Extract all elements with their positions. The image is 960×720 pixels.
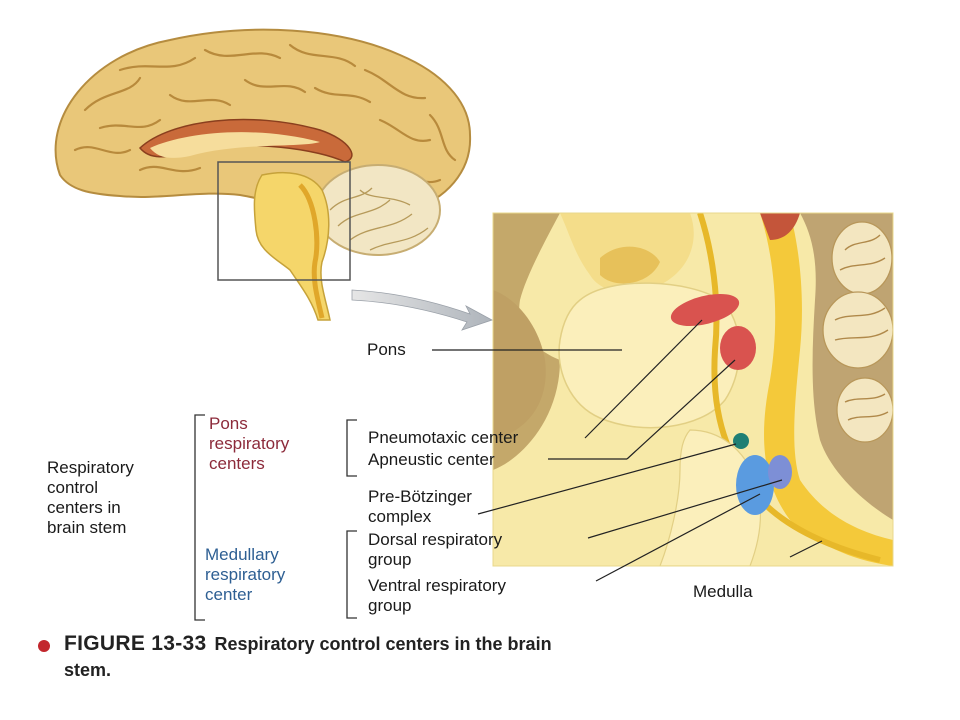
zoom-region-box: [217, 161, 351, 281]
caption-text-line2: stem.: [64, 660, 112, 680]
brackets: [194, 414, 357, 621]
ventral-group-spot: [736, 455, 774, 515]
pre-botzinger-spot: [733, 433, 749, 449]
zoomed-panel: [493, 213, 893, 566]
figure-caption: FIGURE 13-33 Respiratory control centers …: [38, 632, 918, 682]
medullary-respiratory-center-label: Medullary respiratory center: [205, 545, 286, 604]
dorsal-group-spot: [768, 455, 792, 489]
apneustic-center-label: Apneustic center: [368, 450, 495, 469]
figure-number: FIGURE 13-33: [64, 632, 207, 655]
leader-lines: [432, 319, 823, 582]
pons-label: Pons: [367, 340, 406, 359]
brain-overview: [54, 28, 494, 331]
caption-bullet-icon: [38, 639, 50, 652]
ventral-respiratory-group-label: Ventral respiratory group: [368, 576, 506, 615]
pons-respiratory-centers-label: Pons respiratory centers: [209, 414, 290, 473]
medulla-label: Medulla: [693, 582, 753, 601]
zoom-arrow: [351, 289, 494, 331]
respiratory-control-centers-label: Respiratory control centers in brain ste…: [47, 458, 134, 537]
caption-text-line1: Respiratory control centers in the brain: [214, 634, 552, 654]
apneustic-center-spot: [720, 326, 756, 370]
dorsal-respiratory-group-label: Dorsal respiratory group: [368, 530, 503, 569]
cerebellum: [315, 164, 441, 256]
pre-botzinger-complex-label: Pre-Bötzinger complex: [368, 487, 472, 526]
pneumotaxic-center-spot: [670, 293, 740, 327]
pneumotaxic-center-label: Pneumotaxic center: [368, 428, 519, 447]
